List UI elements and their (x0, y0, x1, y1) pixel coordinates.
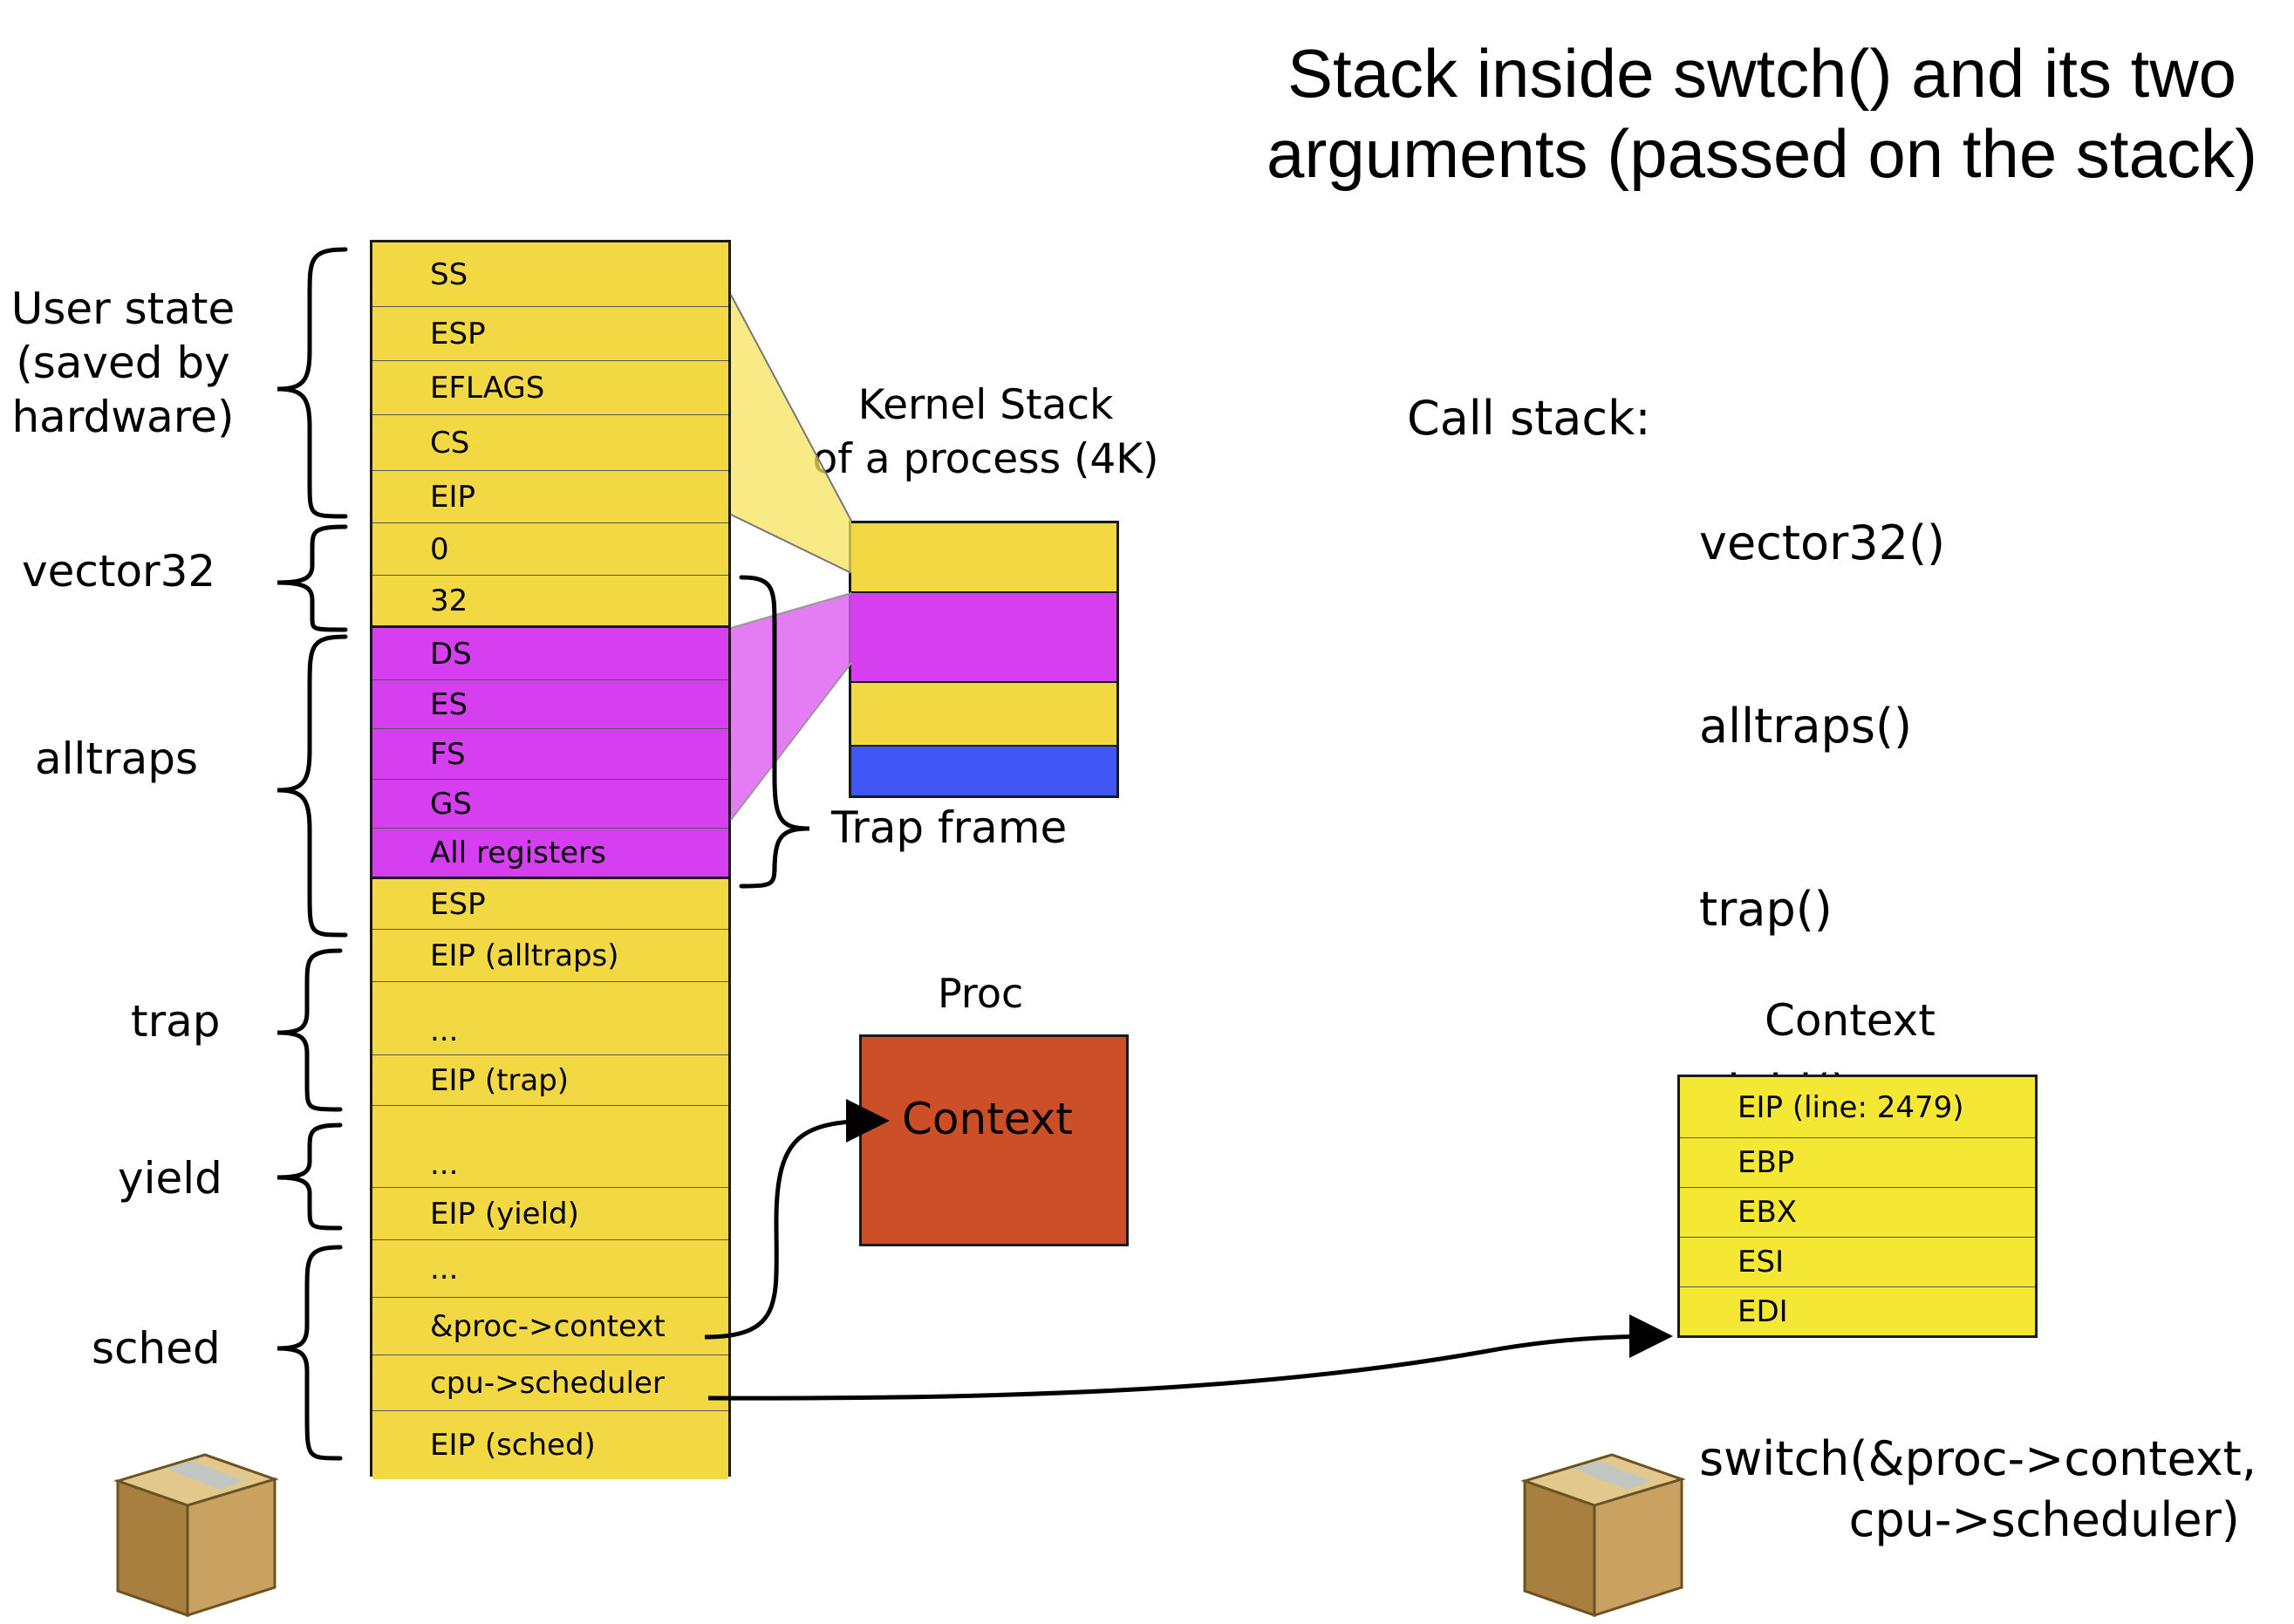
proc-label: Proc (938, 970, 1024, 1017)
scheduler-context-arrow (707, 1314, 1673, 1401)
cardboard-box-icon (1520, 1453, 1686, 1618)
alltraps-label: alltraps (35, 734, 199, 784)
stack-cell-esp-user: ESP (372, 307, 728, 361)
stack-cell-cpu-scheduler-arg: cpu->scheduler (372, 1355, 728, 1411)
stack-cell-yield-locals: ... (372, 1106, 728, 1188)
context-cell-ebx: EBX (1680, 1188, 2035, 1238)
user-state-label: User state (saved by hardware) (10, 283, 236, 442)
stack-cell-eip-trap: EIP (trap) (372, 1055, 728, 1106)
kernel-stack-detail: SS ESP EFLAGS CS EIP 0 32 DS ES FS GS Al… (370, 240, 731, 1479)
context-cell-ebp: EBP (1680, 1138, 2035, 1188)
stack-cell-eip-alltraps: EIP (alltraps) (372, 930, 728, 982)
call-frame: trap() (1699, 882, 1833, 937)
vector32-brace (277, 524, 348, 632)
context-label: Context (1765, 995, 1936, 1046)
kernel-stack-saved-segment (851, 523, 1116, 593)
context-cell-eip: EIP (line: 2479) (1680, 1077, 2035, 1138)
trap-frame-label: Trap frame (831, 802, 1068, 853)
call-frame: switch(&proc->context, cpu->scheduler) (1699, 1431, 2257, 1547)
stack-cell-cs: CS (372, 415, 728, 471)
trap-label: trap (131, 996, 221, 1047)
cardboard-box-icon (113, 1453, 279, 1618)
stack-cell-ss: SS (372, 242, 728, 307)
call-frame: alltraps() (1699, 699, 1913, 754)
stack-cell-all-registers: All registers (372, 829, 728, 879)
stack-cell-ds: DS (372, 628, 728, 680)
kernel-stack-call-segment (851, 683, 1116, 747)
stack-cell-sched-locals: ... (372, 1240, 728, 1298)
vector32-label: vector32 (22, 546, 216, 597)
context-cell-esi: ESI (1680, 1238, 2035, 1287)
trap-frame-brace (739, 575, 810, 889)
kernel-stack-label: Kernel Stack of a process (4K) (812, 381, 1159, 483)
kernel-stack-free-segment (851, 747, 1116, 795)
yield-label: yield (118, 1153, 222, 1204)
sched-brace (277, 1245, 343, 1461)
stack-cell-eip-user: EIP (372, 471, 728, 523)
trap-brace (277, 948, 343, 1112)
context-cell-edi: EDI (1680, 1287, 2035, 1335)
call-frame: vector32() (1699, 515, 1946, 570)
stack-cell-trap-locals: ... (372, 982, 728, 1055)
stack-cell-eip-sched: EIP (sched) (372, 1411, 728, 1479)
stack-cell-gs: GS (372, 780, 728, 829)
kernel-stack-trapframe-segment (851, 593, 1116, 683)
saved-state-callout (731, 295, 851, 573)
stack-cell-es: ES (372, 680, 728, 729)
stack-cell-trapno: 32 (372, 576, 728, 628)
yield-brace (277, 1122, 343, 1231)
user-state-brace (277, 247, 348, 519)
stack-cell-esp: ESP (372, 879, 728, 930)
stack-cell-eip-yield: EIP (yield) (372, 1188, 728, 1240)
proc-context-arrow (704, 1099, 890, 1340)
proc-context-field: Context (902, 1094, 1073, 1144)
alltraps-brace (277, 634, 348, 938)
stack-cell-eflags: EFLAGS (372, 361, 728, 415)
kernel-stack-miniature (849, 521, 1119, 798)
stack-cell-proc-context-arg: &proc->context (372, 1298, 728, 1355)
stack-cell-errcode: 0 (372, 523, 728, 576)
trap-registers-callout (731, 593, 851, 820)
call-stack-label: Call stack: (1407, 391, 1651, 446)
context-struct: EIP (line: 2479) EBP EBX ESI EDI (1677, 1075, 2038, 1338)
proc-box: Context (859, 1034, 1129, 1246)
slide-title: Stack inside swtch() and its two argumen… (1266, 35, 2257, 192)
sched-label: sched (92, 1323, 221, 1374)
stack-cell-fs: FS (372, 729, 728, 780)
